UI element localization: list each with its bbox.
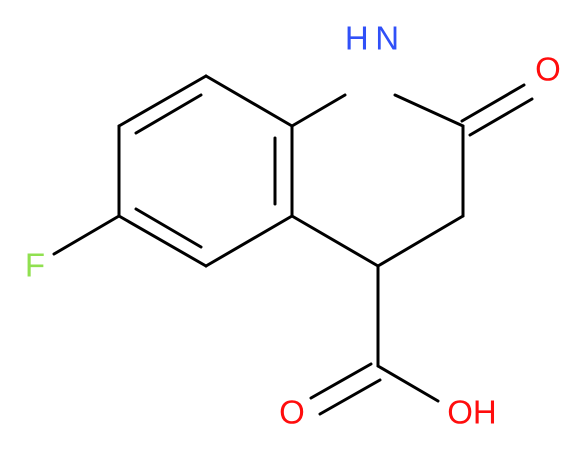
bond-c6-c5 bbox=[117, 214, 208, 268]
bond-n1-c2 bbox=[393, 93, 465, 128]
fluorine-label: F bbox=[25, 247, 45, 284]
bond-c2-o-upper bbox=[460, 83, 526, 123]
bond-c2-o-lower bbox=[468, 97, 534, 137]
bond-c3-c4 bbox=[376, 214, 465, 268]
bond-cooh-o-upper bbox=[309, 362, 373, 400]
bond-c5-c4a bbox=[204, 214, 294, 268]
atom-label-layer: H N O F O OH bbox=[25, 20, 561, 431]
bond-c8-c7 bbox=[117, 74, 208, 128]
bond-layer bbox=[52, 74, 534, 416]
bond-cooh-oh bbox=[376, 364, 440, 403]
bond-cooh-o-lower bbox=[318, 378, 382, 416]
bond-inner-c6-c5 bbox=[134, 207, 203, 249]
bond-c8a-n1 bbox=[290, 93, 347, 128]
bond-inner-c8-c7 bbox=[134, 93, 203, 135]
bond-c8a-c8 bbox=[204, 74, 294, 128]
acid-o-label: O bbox=[279, 394, 305, 431]
hydroxyl-label: OH bbox=[447, 394, 497, 431]
ring-o-label: O bbox=[535, 51, 561, 88]
nh-label: H N bbox=[345, 20, 399, 57]
bond-c4-c4a bbox=[290, 214, 380, 268]
bond-c6-f bbox=[52, 214, 121, 256]
